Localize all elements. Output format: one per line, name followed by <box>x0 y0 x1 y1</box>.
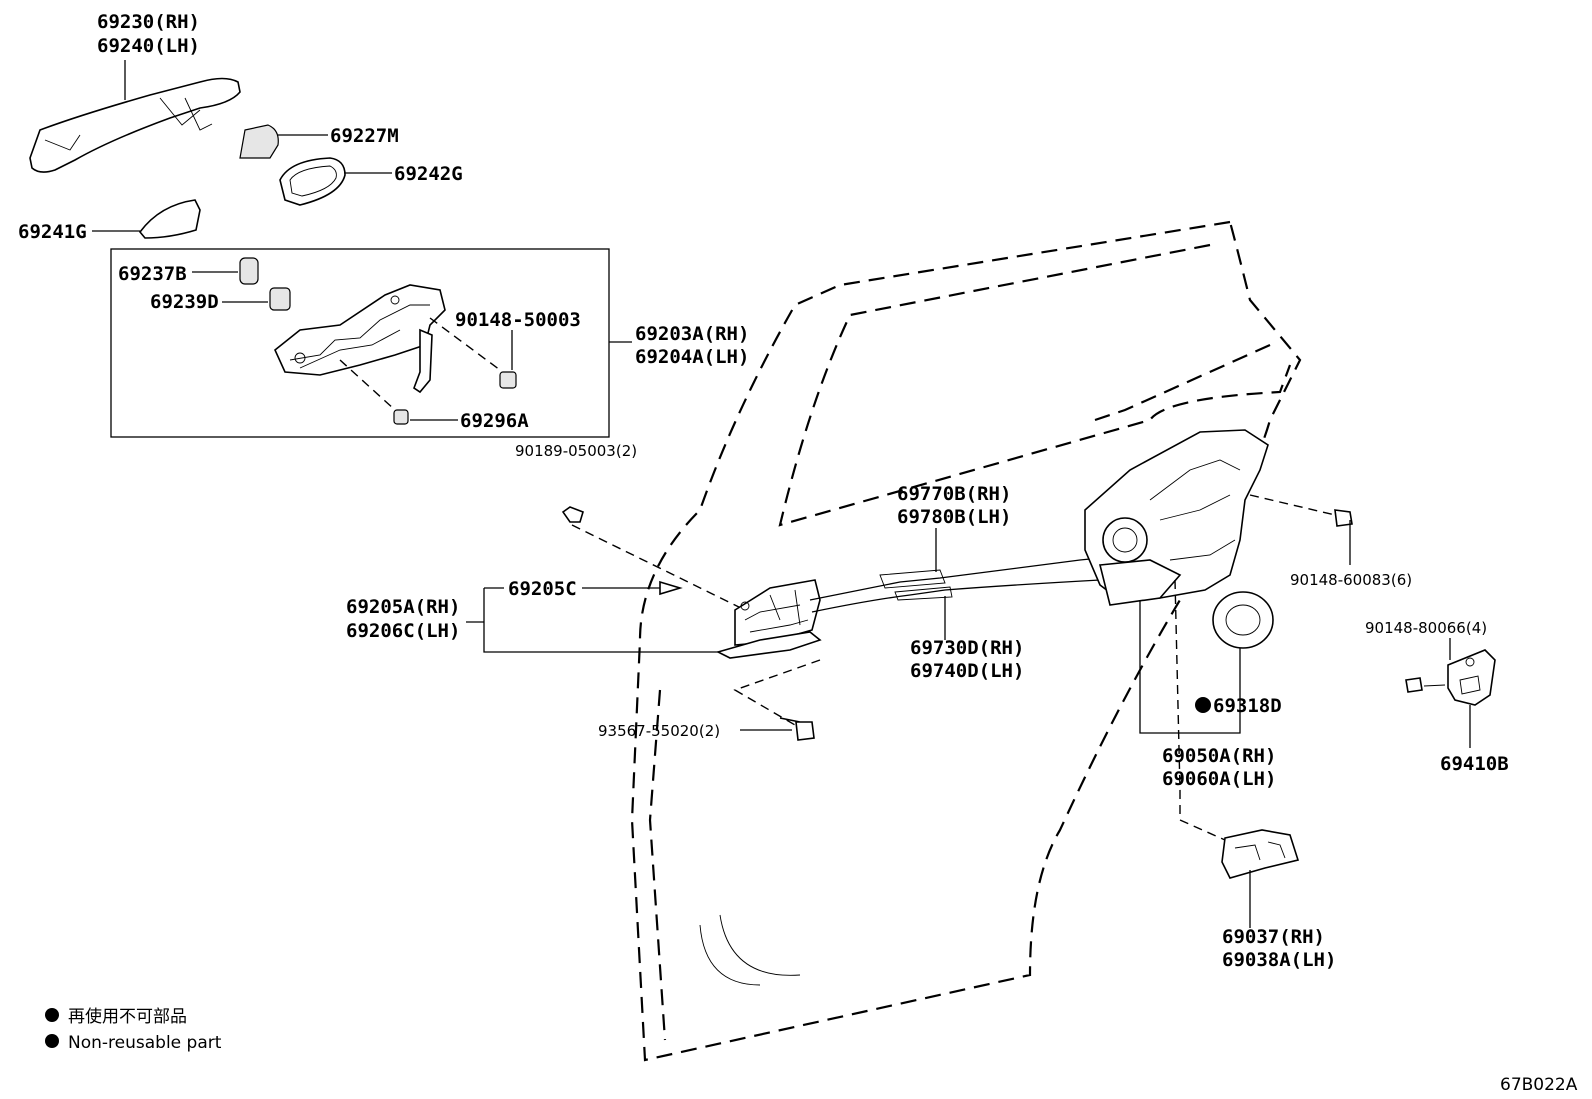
outer-door-handle <box>29 60 241 173</box>
legend-dot-icon <box>45 1008 59 1022</box>
label-69203a: 69203A(RH) <box>635 323 749 345</box>
label-69770b: 69770B(RH) <box>897 483 1011 505</box>
legend-line-english: Non-reusable part <box>68 1033 222 1053</box>
label-69240: 69240(LH) <box>97 35 200 57</box>
label-69237b: 69237B <box>118 263 187 285</box>
part-69237b <box>192 257 259 285</box>
label-90148-60083: 90148-60083(6) <box>1290 571 1412 589</box>
label-69205c: 69205C <box>508 578 577 600</box>
label-90189-05003: 90189-05003(2) <box>515 442 637 460</box>
part-69239d <box>222 287 291 311</box>
legend: 再使用不可部品 Non-reusable part <box>45 1006 222 1053</box>
label-90148-50003: 90148-50003 <box>455 309 581 331</box>
bracket-69205 <box>466 580 718 653</box>
label-69037: 69037(RH) <box>1222 926 1325 948</box>
label-69205a: 69205A(RH) <box>346 596 460 618</box>
clip-90189-05003 <box>561 506 746 611</box>
label-69227m: 69227M <box>330 125 399 147</box>
part-69242g-gasket <box>279 157 392 206</box>
label-93567-55020: 93567-55020(2) <box>598 722 720 740</box>
legend-line-japanese: 再使用不可部品 <box>68 1006 187 1027</box>
part-69227m <box>239 124 328 159</box>
door-outline <box>630 220 1302 1062</box>
label-69204a: 69204A(LH) <box>635 346 749 368</box>
drawing-code: 67B022A <box>1500 1075 1578 1095</box>
label-90148-80066: 90148-80066(4) <box>1365 619 1487 637</box>
striker-69410b <box>1405 638 1496 748</box>
part-69296a <box>339 359 458 425</box>
door-handle-frame <box>274 284 446 394</box>
label-69296a: 69296A <box>460 410 529 432</box>
inside-door-handle <box>715 579 822 659</box>
label-69239d: 69239D <box>150 291 219 313</box>
bolt-90148-50003 <box>429 317 517 389</box>
label-69230: 69230(RH) <box>97 11 200 33</box>
bolt-90148-60083 <box>1249 494 1353 565</box>
label-69780b: 69780B(LH) <box>897 506 1011 528</box>
label-69730d: 69730D(RH) <box>910 637 1024 659</box>
door-lock-assembly <box>1084 429 1269 734</box>
screw-93567-55020 <box>733 659 821 741</box>
label-69318d: 69318D <box>1213 695 1282 717</box>
label-69241g: 69241G <box>18 221 87 243</box>
legend-dot-icon <box>45 1034 59 1048</box>
label-69410b: 69410B <box>1440 753 1509 775</box>
frame-assembly-box <box>110 248 632 438</box>
grommet-69318d <box>1195 591 1274 713</box>
label-69740d: 69740D(LH) <box>910 660 1024 682</box>
cable-assembly <box>809 528 1101 640</box>
label-69038a: 69038A(LH) <box>1222 949 1336 971</box>
label-69050a: 69050A(RH) <box>1162 745 1276 767</box>
label-69242g: 69242G <box>394 163 463 185</box>
label-69060a: 69060A(LH) <box>1162 768 1276 790</box>
label-69206c: 69206C(LH) <box>346 620 460 642</box>
non-reusable-dot-icon <box>1195 697 1211 713</box>
part-69037 <box>1179 790 1300 928</box>
part-69241g <box>92 199 201 239</box>
